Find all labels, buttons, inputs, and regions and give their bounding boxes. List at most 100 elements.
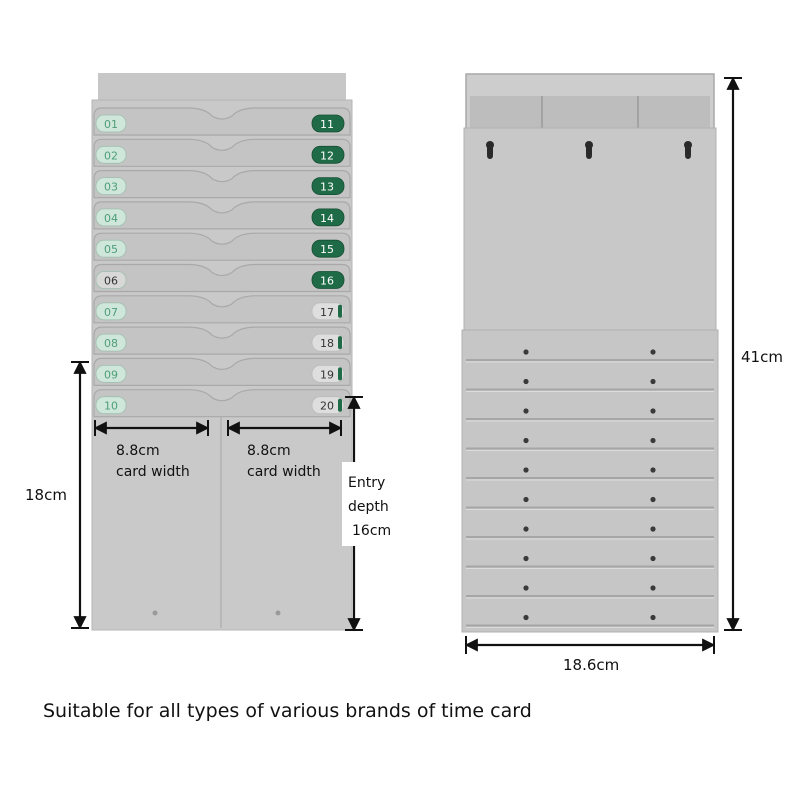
right-height-label: 41cm <box>741 348 783 366</box>
slot-number-left: 02 <box>104 149 118 162</box>
slot-number-badge <box>311 364 345 383</box>
slot-number-badge <box>95 271 127 289</box>
rivet-icon <box>650 408 656 414</box>
rivet-icon <box>523 496 529 503</box>
slot-number-left: 06 <box>104 275 118 288</box>
card-pocket <box>93 263 351 293</box>
slot-number-left: 05 <box>104 243 118 256</box>
rivet-icon <box>523 555 529 562</box>
rivet-icon <box>650 526 656 532</box>
left-height-label: 18cm <box>25 486 67 504</box>
screw-hole-icon <box>152 610 158 616</box>
rivet-icon <box>650 437 656 444</box>
slot-number-badge <box>95 145 127 164</box>
card-width-left-text: card width <box>116 464 190 480</box>
rivet-icon <box>523 408 529 414</box>
right-rack-lower-body <box>461 329 719 633</box>
slot-number-right: 20 <box>320 400 334 413</box>
slot-number-badge <box>311 239 345 258</box>
rivet-icon <box>650 585 656 591</box>
slot-number-right: 15 <box>320 243 334 256</box>
right-rack-pockets <box>466 349 714 628</box>
rivet-icon <box>650 555 656 562</box>
slot-number-badge <box>95 239 127 258</box>
right-rack-tray-inner <box>470 96 710 128</box>
slot-number-badge <box>95 177 127 196</box>
card-pocket <box>93 326 351 355</box>
rivet-icon <box>650 378 656 385</box>
card-pocket <box>93 232 351 261</box>
right-rack-back-panel <box>463 127 717 331</box>
slot-number-badge <box>311 396 345 415</box>
keyhole-hanger-icon <box>486 141 494 159</box>
slot-number-right: 19 <box>320 368 334 381</box>
slot-number-right: 17 <box>320 306 334 319</box>
rivet-icon <box>650 349 656 355</box>
slot-number-badge <box>311 145 345 164</box>
slot-number-right: 13 <box>320 181 334 194</box>
slot-number-left: 03 <box>104 181 118 194</box>
card-pocket <box>93 107 351 136</box>
keyhole-hanger-icon <box>585 141 593 159</box>
slot-number-badge <box>311 333 345 352</box>
slot-number-left: 07 <box>104 306 118 319</box>
slot-number-left: 01 <box>104 118 118 131</box>
entry-depth-line1: Entry <box>348 475 385 491</box>
slot-number-left: 04 <box>104 212 118 225</box>
card-pocket <box>93 357 351 386</box>
slot-number-badge <box>95 208 127 227</box>
caption: Suitable for all types of various brands… <box>43 700 532 722</box>
slot-number-right: 16 <box>320 275 334 288</box>
slot-number-badge <box>311 177 345 196</box>
card-pocket <box>93 295 351 324</box>
slot-tab-marker <box>338 304 342 318</box>
slot-number-badge <box>311 271 345 289</box>
left-rack-pockets: 01 02 03 04 05 06 07 08 09 10 11 12 13 14 15 16 17 18 19 20 <box>93 107 351 418</box>
rivet-icon <box>523 526 529 532</box>
rivet-icon <box>650 496 656 503</box>
slot-number-badge <box>311 114 345 133</box>
slot-tab-marker <box>338 336 342 350</box>
entry-depth-label-bg <box>342 462 398 546</box>
slot-number-left: 10 <box>104 400 118 413</box>
rivet-icon <box>650 614 656 621</box>
card-pocket <box>93 201 351 230</box>
slot-number-right: 18 <box>320 337 334 350</box>
slot-number-badge <box>95 333 127 352</box>
right-rack <box>461 73 719 633</box>
right-dimensions <box>464 76 742 654</box>
card-pocket <box>93 389 351 418</box>
slot-tab-marker <box>338 398 342 412</box>
screw-hole-icon <box>275 610 281 616</box>
card-pocket <box>93 170 351 199</box>
entry-depth-line3: 16cm <box>352 523 391 539</box>
slot-number-badge <box>95 396 127 415</box>
card-width-right-value: 8.8cm <box>247 443 291 459</box>
rivet-icon <box>523 614 529 621</box>
slot-number-badge <box>95 114 127 133</box>
rivet-icon <box>523 378 529 385</box>
rivet-icon <box>523 585 529 591</box>
keyhole-hanger-icon <box>684 141 692 159</box>
rivet-icon <box>523 349 529 355</box>
card-width-left-value: 8.8cm <box>116 443 160 459</box>
card-pocket <box>93 138 351 167</box>
slot-number-badge <box>311 208 345 227</box>
left-rack: 01 02 03 04 05 06 07 08 09 10 11 12 13 14 15 16 17 18 19 20 <box>91 73 353 631</box>
slot-number-right: 11 <box>320 118 334 131</box>
slot-number-right: 12 <box>320 149 334 162</box>
right-width-label: 18.6cm <box>563 656 619 674</box>
slot-number-badge <box>95 302 127 321</box>
entry-depth-line2: depth <box>348 499 389 515</box>
rivet-icon <box>523 437 529 444</box>
slot-number-left: 08 <box>104 337 118 350</box>
slot-number-badge <box>311 302 345 321</box>
slot-number-right: 14 <box>320 212 334 225</box>
rivet-icon <box>523 467 529 473</box>
slot-number-badge <box>95 364 127 383</box>
slot-number-left: 09 <box>104 368 118 381</box>
card-width-right-text: card width <box>247 464 321 480</box>
left-dimensions <box>71 360 363 632</box>
rivet-icon <box>650 467 656 473</box>
